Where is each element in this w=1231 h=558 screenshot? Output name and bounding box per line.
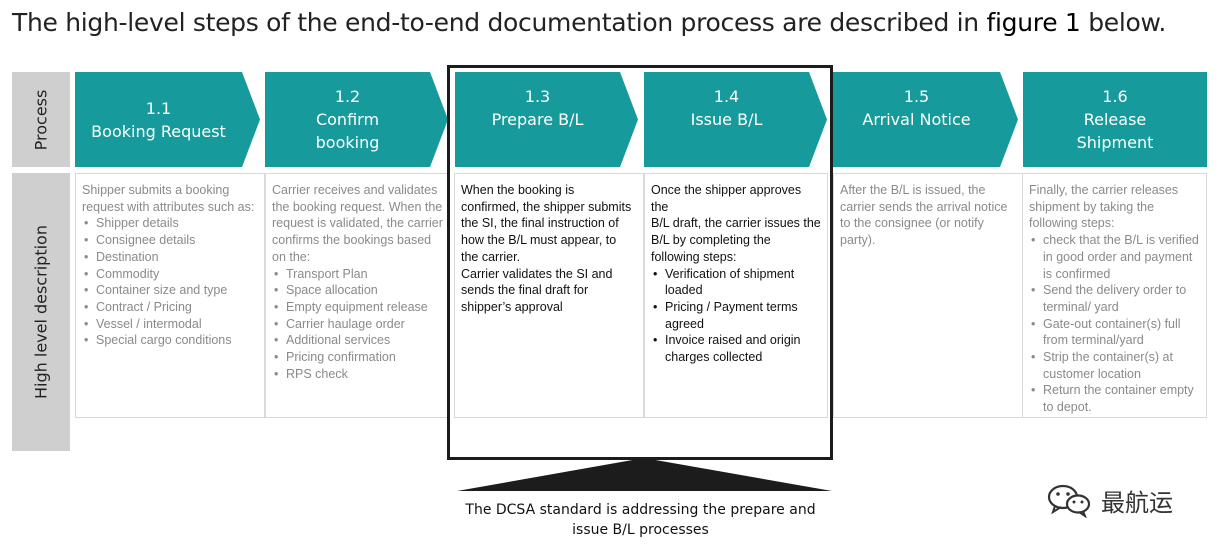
list-item: Destination (82, 249, 258, 266)
list-item: Verification of shipment loaded (651, 266, 821, 299)
desc-bullet-list: Transport Plan Space allocation Empty eq… (272, 266, 443, 383)
step-number: 1.2 (334, 87, 361, 106)
step-number: 1.6 (1102, 87, 1128, 106)
process-row-label-text: Process (31, 89, 51, 150)
step-title: Issue B/L (690, 110, 763, 129)
list-item: Shipper details (82, 215, 258, 232)
step-description-1-1: Shipper submits a booking request with a… (75, 173, 265, 418)
list-item: Additional services (272, 332, 443, 349)
figure-reference: figure 1 (986, 8, 1081, 37)
watermark: 最航运 (1045, 482, 1173, 518)
step-number: 1.4 (713, 87, 740, 106)
desc-line: B/L draft, the carrier issues the (651, 216, 821, 231)
step-arrow-1-5: 1.5 Arrival Notice (833, 72, 1018, 167)
list-item: RPS check (272, 366, 443, 383)
step-arrow-1-4: 1.4 Issue B/L (644, 72, 827, 167)
step-title: Confirm (315, 110, 380, 129)
list-item: Gate-out container(s) full from terminal… (1029, 316, 1200, 349)
desc-line: shipper’s approval (461, 299, 563, 314)
desc-line: following steps: (651, 249, 737, 264)
step-description-1-4: Once the shipper approves the B/L draft,… (644, 173, 828, 418)
step-title: Arrival Notice (862, 110, 971, 129)
step-number: 1.3 (524, 87, 551, 106)
step-arrow-1-2: 1.2 Confirm booking (265, 72, 448, 167)
step-title: Booking Request (91, 121, 226, 141)
list-item: Pricing confirmation (272, 349, 443, 366)
dcsa-callout: The DCSA standard is addressing the prep… (448, 500, 833, 540)
list-item: Return the container empty to depot. (1029, 382, 1200, 415)
callout-line: The DCSA standard is addressing the prep… (465, 502, 816, 518)
callout-line: issue B/L processes (572, 522, 709, 538)
watermark-text: 最航运 (1101, 488, 1173, 517)
desc-bullet-list: Shipper details Consignee details Destin… (82, 215, 258, 349)
desc-line: the SI, the final instruction of (461, 216, 619, 231)
step-description-1-6: Finally, the carrier releases shipment b… (1022, 173, 1207, 418)
heading-suffix: below. (1080, 8, 1166, 37)
step-arrow-1-1: 1.1 Booking Request (75, 72, 260, 167)
desc-line: request is validated, the carrier (272, 216, 443, 231)
desc-line: sends the final draft for (461, 283, 589, 298)
desc-line: Once the shipper approves the (651, 183, 802, 214)
desc-line: Shipper submits a booking (82, 183, 230, 197)
intro-heading: The high-level steps of the end-to-end d… (12, 8, 1166, 37)
list-item: Carrier haulage order (272, 316, 443, 333)
desc-bullet-list: check that the B/L is verified in good o… (1029, 232, 1200, 416)
list-item: Send the delivery order to terminal/ yar… (1029, 282, 1200, 315)
step-description-1-2: Carrier receives and validates the booki… (265, 173, 450, 418)
heading-prefix: The high-level steps of the end-to-end d… (12, 8, 987, 37)
desc-line: the booking request. When the (272, 199, 443, 214)
list-item: Pricing / Payment terms agreed (651, 299, 821, 332)
step-title: Shipment (1076, 133, 1154, 152)
step-number: 1.5 (903, 87, 930, 106)
desc-line: When the booking is (461, 183, 575, 197)
list-item: Invoice raised and origin charges collec… (651, 332, 821, 365)
desc-line: After the B/L is issued, the (840, 183, 986, 197)
step-arrow-1-3: 1.3 Prepare B/L (455, 72, 638, 167)
description-row-label-text: High level description (31, 225, 51, 399)
desc-line: confirms the bookings based (272, 233, 432, 248)
step-arrow-1-6: 1.6 Release Shipment (1023, 72, 1207, 167)
list-item: Special cargo conditions (82, 332, 258, 349)
desc-line: confirmed, the shipper submits (461, 199, 632, 214)
list-item: Vessel / intermodal (82, 316, 258, 333)
list-item: Container size and type (82, 282, 258, 299)
process-row-label: Process (12, 72, 70, 167)
description-row-label: High level description (12, 173, 70, 451)
list-item: Consignee details (82, 232, 258, 249)
step-number: 1.1 (145, 98, 172, 118)
list-item: Commodity (82, 266, 258, 283)
desc-line: Carrier receives and validates (272, 183, 438, 197)
desc-line: the carrier. (461, 249, 521, 264)
desc-line: on the: (272, 249, 311, 264)
desc-line: B/L by completing the (651, 233, 771, 248)
desc-line: to the consignee (or notify (840, 216, 984, 231)
desc-line: Carrier validates the SI and (461, 266, 613, 281)
list-item: Transport Plan (272, 266, 443, 283)
list-item: Strip the container(s) at customer locat… (1029, 349, 1200, 382)
desc-line: party). (840, 233, 876, 248)
list-item: Empty equipment release (272, 299, 443, 316)
wechat-icon (1047, 484, 1091, 518)
desc-line: Finally, the carrier releases (1029, 183, 1179, 197)
desc-line: how the B/L must appear, to (461, 233, 617, 248)
desc-line: shipment by taking the (1029, 199, 1155, 214)
step-description-1-5: After the B/L is issued, the carrier sen… (833, 173, 1023, 418)
step-title: Prepare B/L (491, 110, 584, 129)
desc-line: request with attributes such as: (82, 199, 255, 214)
callout-pointer (457, 458, 832, 491)
step-title: booking (315, 133, 380, 152)
desc-line: carrier sends the arrival notice (840, 199, 1008, 214)
desc-line: following steps: (1029, 216, 1115, 231)
desc-bullet-list: Verification of shipment loaded Pricing … (651, 266, 821, 366)
list-item: Space allocation (272, 282, 443, 299)
step-description-1-3: When the booking is confirmed, the shipp… (454, 173, 644, 418)
list-item: check that the B/L is verified in good o… (1029, 232, 1200, 282)
list-item: Contract / Pricing (82, 299, 258, 316)
step-title: Release (1083, 110, 1147, 129)
